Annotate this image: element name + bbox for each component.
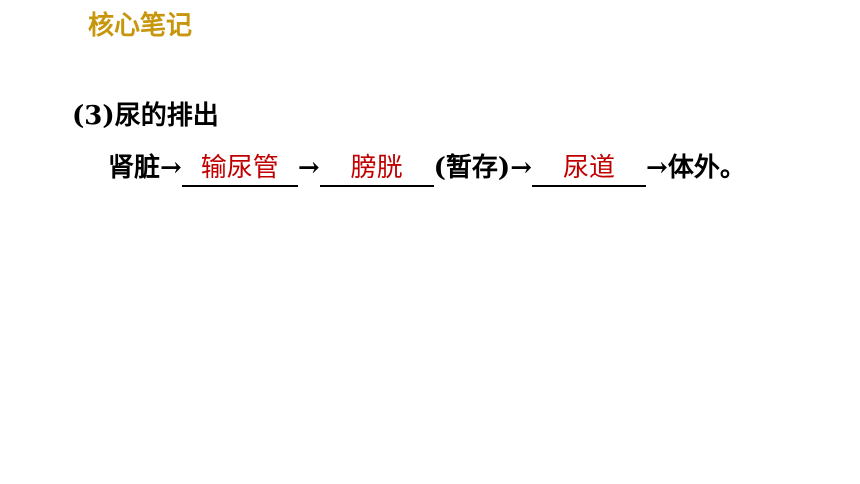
urine-excretion-pathway: 肾脏 → 输尿管 → 膀胱 (暂存) → 尿道 → 体外。 (108, 148, 746, 188)
answer-blank-2: 膀胱 (319, 151, 434, 187)
answer-ureter: 输尿管 (200, 153, 279, 183)
answer-bladder: 膀胱 (350, 153, 403, 183)
arrow: → (297, 153, 320, 183)
kidney-text: 肾脏 (108, 153, 161, 183)
answer-blank-1: 输尿管 (181, 151, 298, 187)
arrow: → (646, 153, 668, 183)
storage-note: (暂存) (433, 153, 511, 183)
answer-urethra: 尿道 (563, 153, 616, 183)
answer-blank-3: 尿道 (532, 151, 647, 187)
arrow: → (160, 153, 182, 183)
subsection-heading: (3)尿的排出 (72, 101, 219, 131)
arrow: → (510, 153, 533, 183)
section-title: 核心笔记 (88, 11, 193, 41)
outside-body-text: 体外。 (667, 153, 746, 183)
